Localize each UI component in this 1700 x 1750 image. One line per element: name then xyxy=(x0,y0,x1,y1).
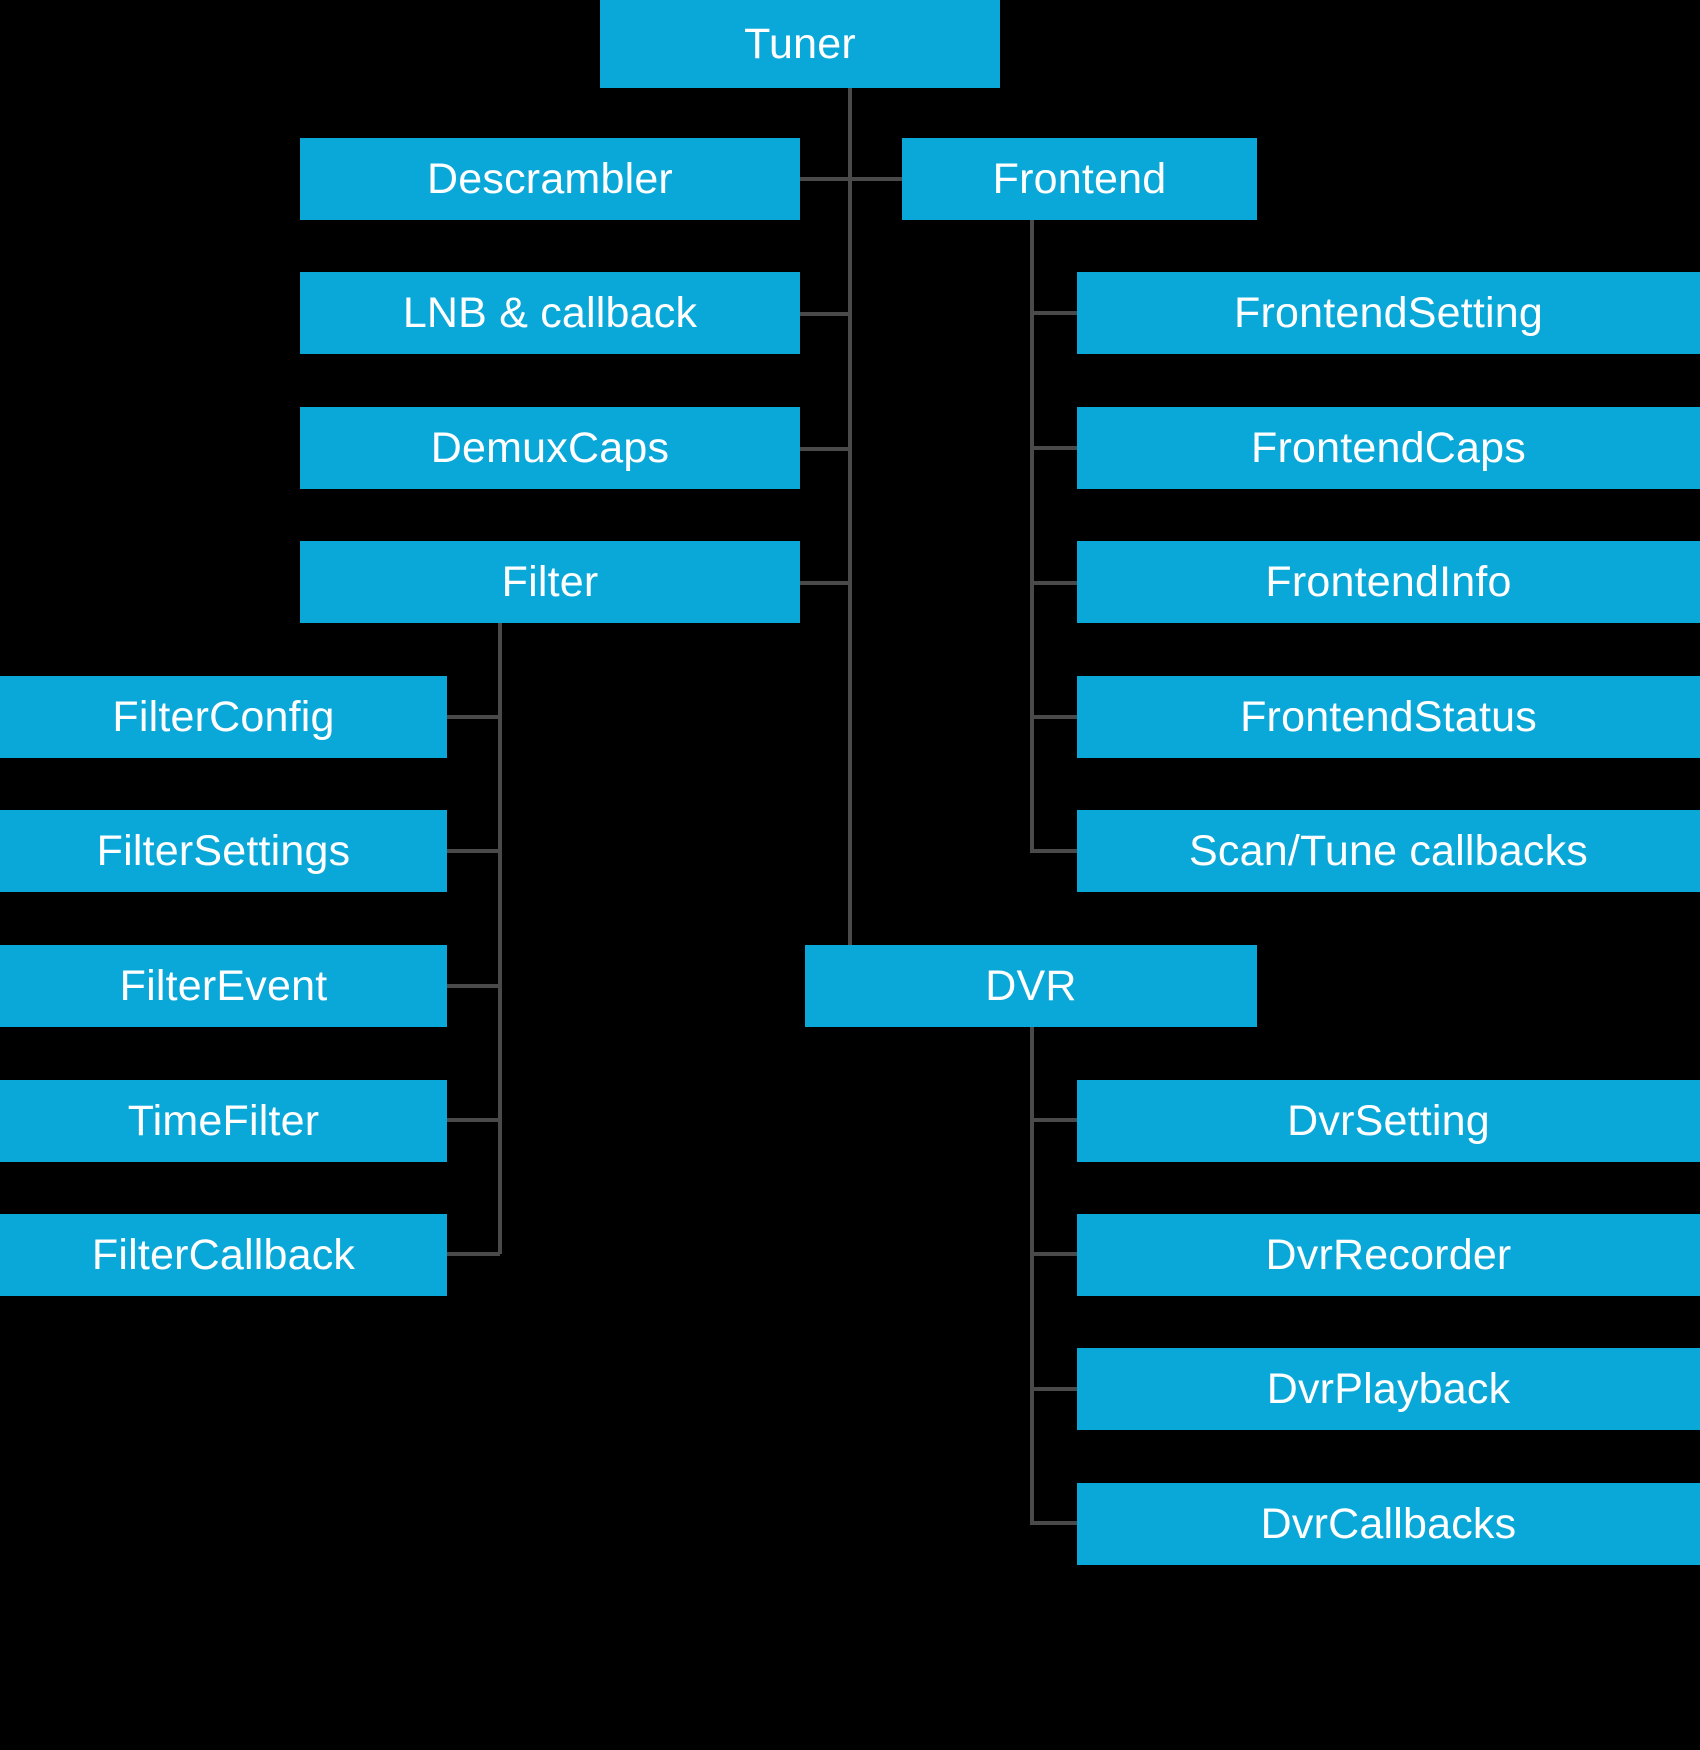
node-dvr[interactable]: DVR xyxy=(805,945,1257,1027)
edge-filter-trunk xyxy=(498,623,502,1254)
node-filter-callback[interactable]: FilterCallback xyxy=(0,1214,447,1296)
node-time-filter[interactable]: TimeFilter xyxy=(0,1080,447,1162)
node-frontend-caps[interactable]: FrontendCaps xyxy=(1077,407,1700,489)
edge-tuner-trunk xyxy=(848,88,852,986)
node-frontend-status[interactable]: FrontendStatus xyxy=(1077,676,1700,758)
edge-frontend-status xyxy=(1030,715,1077,719)
edge-filter-event xyxy=(447,984,500,988)
edge-filter-callback xyxy=(447,1252,500,1256)
edge-tuner-lnb xyxy=(799,312,850,316)
node-frontend-info[interactable]: FrontendInfo xyxy=(1077,541,1700,623)
edge-tuner-filter xyxy=(799,581,850,585)
node-dvr-playback[interactable]: DvrPlayback xyxy=(1077,1348,1700,1430)
edge-tuner-frontend xyxy=(850,177,904,181)
edge-tuner-descrambler xyxy=(799,177,850,181)
edge-frontend-setting xyxy=(1030,311,1077,315)
node-dvr-setting[interactable]: DvrSetting xyxy=(1077,1080,1700,1162)
node-frontend[interactable]: Frontend xyxy=(902,138,1257,220)
node-tuner[interactable]: Tuner xyxy=(600,0,1000,88)
edge-tuner-demuxcaps xyxy=(799,447,850,451)
edge-frontend-info xyxy=(1030,581,1077,585)
node-filter-event[interactable]: FilterEvent xyxy=(0,945,447,1027)
edge-dvr-playback xyxy=(1030,1387,1077,1391)
node-filter-config[interactable]: FilterConfig xyxy=(0,676,447,758)
node-dvr-callbacks[interactable]: DvrCallbacks xyxy=(1077,1483,1700,1565)
node-descrambler[interactable]: Descrambler xyxy=(300,138,800,220)
node-dvr-recorder[interactable]: DvrRecorder xyxy=(1077,1214,1700,1296)
edge-dvr-setting xyxy=(1030,1118,1077,1122)
node-scan-tune-callbacks[interactable]: Scan/Tune callbacks xyxy=(1077,810,1700,892)
edge-filter-settings xyxy=(447,849,500,853)
node-frontend-setting[interactable]: FrontendSetting xyxy=(1077,272,1700,354)
node-demux-caps[interactable]: DemuxCaps xyxy=(300,407,800,489)
edge-dvr-callbacks xyxy=(1030,1521,1077,1525)
edge-frontend-caps xyxy=(1030,446,1077,450)
edge-filter-timefilter xyxy=(447,1118,500,1122)
edge-dvr-recorder xyxy=(1030,1252,1077,1256)
node-filter-settings[interactable]: FilterSettings xyxy=(0,810,447,892)
edge-filter-config xyxy=(447,715,500,719)
edge-frontend-trunk xyxy=(1030,220,1034,851)
node-filter[interactable]: Filter xyxy=(300,541,800,623)
node-lnb-callback[interactable]: LNB & callback xyxy=(300,272,800,354)
edge-frontend-scantune xyxy=(1030,849,1077,853)
edge-dvr-trunk xyxy=(1030,1027,1034,1525)
